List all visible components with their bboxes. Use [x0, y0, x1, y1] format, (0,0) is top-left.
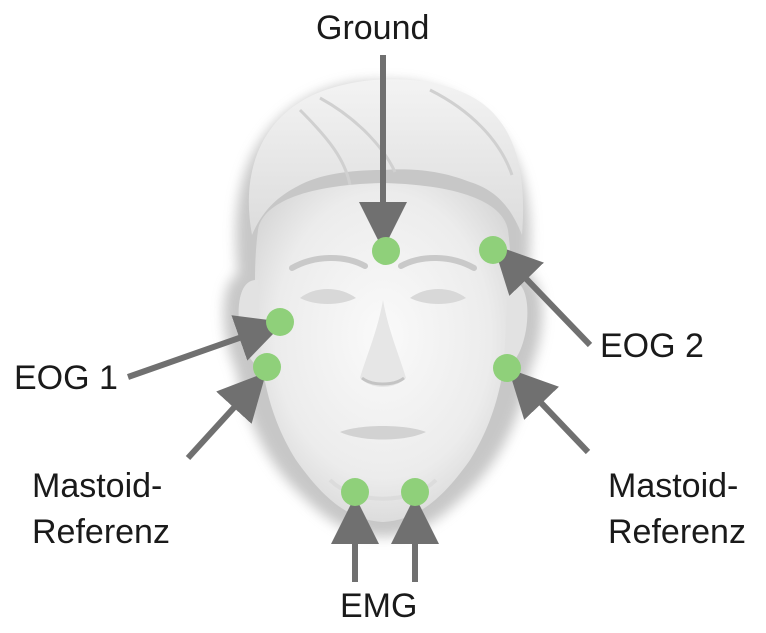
electrode-eog1 [266, 308, 294, 336]
arrow-mastoid-right [525, 386, 588, 452]
label-ground: Ground [316, 8, 429, 48]
arrow-mastoid-left [188, 390, 250, 458]
label-emg: EMG [340, 586, 417, 626]
label-eog1: EOG 1 [14, 358, 118, 398]
label-mastoid-right-line1: Mastoid- [608, 466, 738, 506]
label-eog2: EOG 2 [600, 326, 704, 366]
electrode-emg-left [341, 478, 369, 506]
electrode-emg-right [401, 478, 429, 506]
electrode-mastoid-right [493, 354, 521, 382]
label-mastoid-right-line2: Referenz [608, 512, 746, 552]
label-mastoid-left-line1: Mastoid- [32, 466, 162, 506]
electrode-mastoid-left [253, 353, 281, 381]
label-mastoid-left-line2: Referenz [32, 512, 170, 552]
electrode-ground [372, 237, 400, 265]
electrode-eog2 [479, 236, 507, 264]
